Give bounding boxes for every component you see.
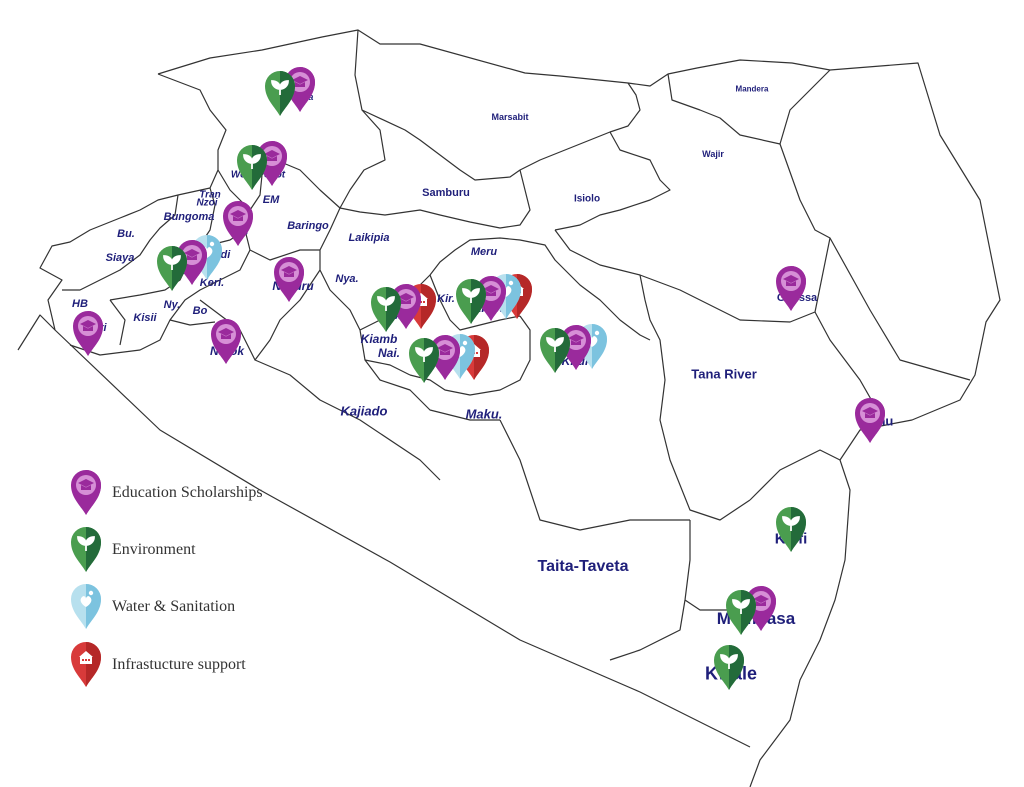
county-label-taita-taveta: Taita-Taveta: [537, 558, 629, 575]
county-label-kisii: Kisii: [133, 312, 157, 324]
county-label-em: EM: [262, 194, 280, 206]
building-icon: [69, 640, 103, 688]
legend-label: Education Scholarships: [112, 484, 263, 501]
county-label-trans-nzoia: Tran: [199, 189, 221, 201]
county-label-wajir: Wajir: [702, 149, 724, 159]
county-label-keri-: Keri.: [199, 277, 225, 289]
county-label-samburu: Samburu: [422, 187, 470, 199]
marker-education-graduation-cap-icon[interactable]: [559, 323, 593, 371]
legend-label: Infrastucture support: [112, 656, 246, 673]
county-label-nai-: Nai.: [377, 346, 401, 360]
county-label-isiolo: Isiolo: [573, 193, 601, 205]
county-label-bungoma: Bungoma: [163, 211, 215, 223]
county-label-bo: Bo: [192, 305, 208, 317]
county-label-kajiado: Kajiado: [340, 403, 388, 419]
county-label-nya-: Nya.: [335, 273, 359, 285]
marker-education-graduation-cap-icon[interactable]: [272, 255, 306, 303]
county-label-siaya: Siaya: [105, 252, 135, 264]
marker-education-graduation-cap-icon[interactable]: [175, 238, 209, 286]
county-label-hb: HB: [72, 298, 88, 310]
county-label-tana-river: Tana River: [691, 366, 757, 382]
county-label-kir-: Kir.: [437, 293, 455, 305]
legend-item-infrastructure: Infrastucture support: [66, 640, 326, 690]
county-label-bu-: Bu.: [117, 228, 135, 240]
marker-education-graduation-cap-icon[interactable]: [221, 199, 255, 247]
legend-item-education: Education Scholarships: [66, 468, 326, 518]
marker-environment-leaf-icon[interactable]: [712, 643, 746, 691]
legend-label: Water & Sanitation: [112, 598, 236, 615]
marker-education-graduation-cap-icon[interactable]: [853, 396, 887, 444]
marker-education-graduation-cap-icon[interactable]: [774, 264, 808, 312]
marker-environment-leaf-icon[interactable]: [155, 244, 189, 292]
marker-education-graduation-cap-icon[interactable]: [71, 309, 105, 357]
leaf-icon: [69, 525, 103, 573]
marker-environment-leaf-icon[interactable]: [724, 588, 758, 636]
county-label-baringo: Baringo: [287, 220, 329, 232]
marker-environment-leaf-icon[interactable]: [235, 143, 269, 191]
county-label-meru: Meru: [470, 246, 498, 258]
marker-environment-leaf-icon[interactable]: [454, 277, 488, 325]
country-outline: [157, 29, 1001, 787]
marker-environment-leaf-icon[interactable]: [369, 285, 403, 333]
marker-environment-leaf-icon[interactable]: [407, 336, 441, 384]
county-label-marsabit: Marsabit: [491, 112, 529, 122]
marker-environment-leaf-icon[interactable]: [263, 69, 297, 117]
county-label-laikipia: Laikipia: [348, 232, 390, 244]
county-label-mandera: Mandera: [735, 84, 769, 94]
marker-environment-leaf-icon[interactable]: [774, 505, 808, 553]
marker-education-graduation-cap-icon[interactable]: [428, 333, 462, 381]
county-label-maku-: Maku.: [465, 406, 503, 422]
water-drop-icon: [69, 582, 103, 630]
marker-environment-leaf-icon[interactable]: [538, 326, 572, 374]
county-label-kiambu: Kiamb: [360, 332, 398, 346]
county-label-nzoia: Nzoi: [196, 197, 218, 209]
county-label-ny-: Ny.: [163, 299, 181, 311]
legend-label: Environment: [112, 541, 196, 558]
graduation-cap-icon: [69, 468, 103, 516]
legend-item-water: Water & Sanitation: [66, 582, 326, 632]
county-borders: [17, 29, 1001, 787]
legend-item-environment: Environment: [66, 525, 326, 575]
marker-education-graduation-cap-icon[interactable]: [209, 317, 243, 365]
